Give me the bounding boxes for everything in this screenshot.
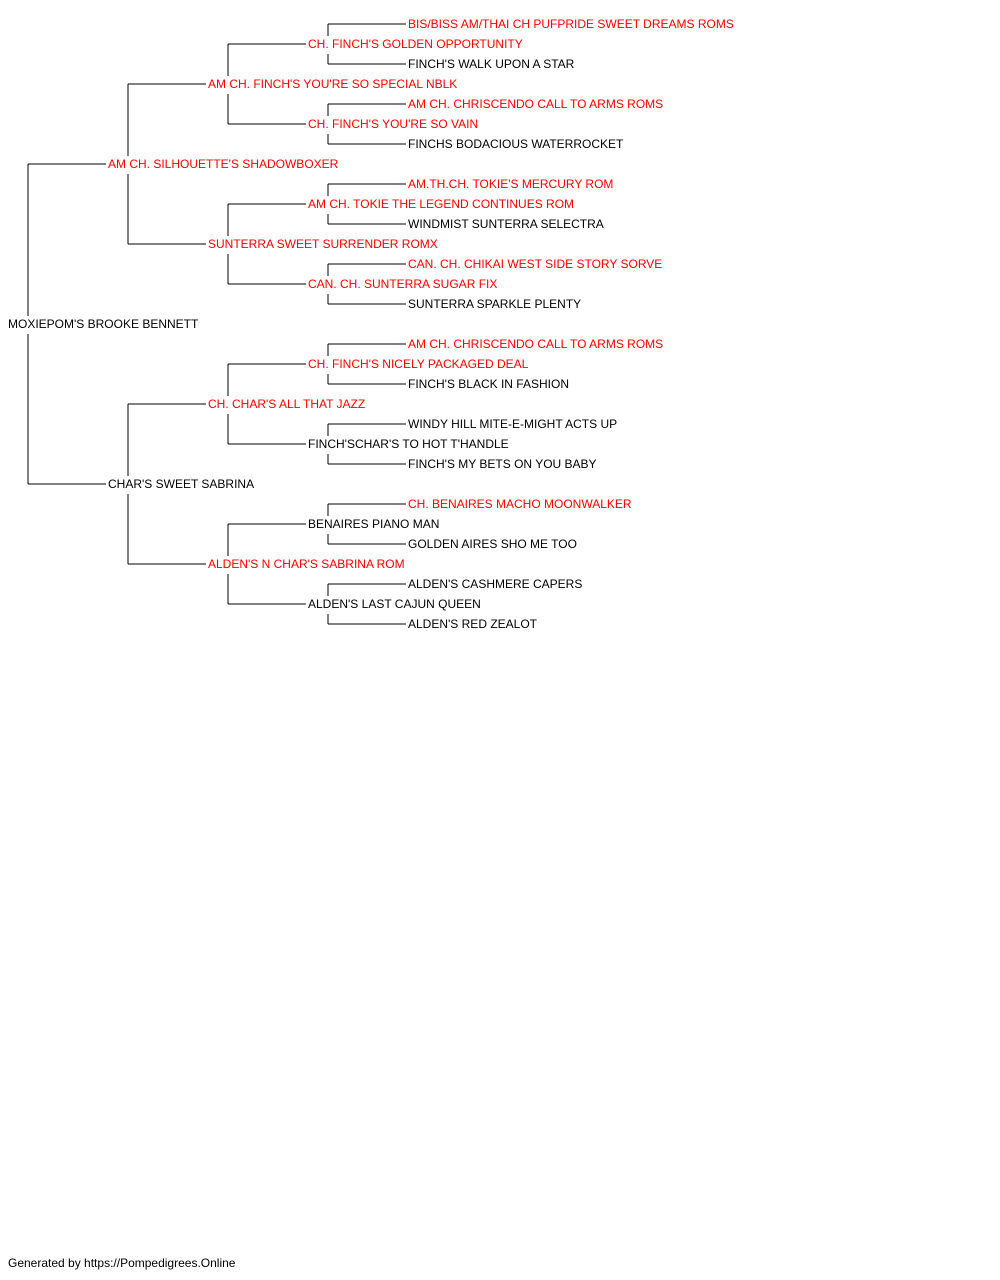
dog-name[interactable]: FINCH'S WALK UPON A STAR <box>408 57 575 71</box>
dog-name[interactable]: FINCH'SCHAR'S TO HOT T'HANDLE <box>308 437 509 451</box>
dog-name[interactable]: MOXIEPOM'S BROOKE BENNETT <box>8 317 199 331</box>
dog-name[interactable]: FINCH'S MY BETS ON YOU BABY <box>408 457 597 471</box>
dog-name[interactable]: CH. FINCH'S YOU'RE SO VAIN <box>308 117 478 131</box>
dog-name[interactable]: GOLDEN AIRES SHO ME TOO <box>408 537 577 551</box>
dog-name[interactable]: FINCH'S BLACK IN FASHION <box>408 377 569 391</box>
dog-name[interactable]: CHAR'S SWEET SABRINA <box>108 477 254 491</box>
dog-name[interactable]: ALDEN'S RED ZEALOT <box>408 617 538 631</box>
dog-name[interactable]: CAN. CH. CHIKAI WEST SIDE STORY SORVE <box>408 257 662 271</box>
footer-credit: Generated by https://Pompedigrees.Online <box>8 1256 236 1270</box>
dog-name[interactable]: CAN. CH. SUNTERRA SUGAR FIX <box>308 277 497 291</box>
dog-name[interactable]: ALDEN'S CASHMERE CAPERS <box>408 577 582 591</box>
dog-name[interactable]: AM CH. CHRISCENDO CALL TO ARMS ROMS <box>408 337 663 351</box>
dog-name[interactable]: ALDEN'S LAST CAJUN QUEEN <box>308 597 481 611</box>
dog-name[interactable]: ALDEN'S N CHAR'S SABRINA ROM <box>208 557 405 571</box>
dog-name[interactable]: AM CH. FINCH'S YOU'RE SO SPECIAL NBLK <box>208 77 457 91</box>
dog-name[interactable]: CH. FINCH'S NICELY PACKAGED DEAL <box>308 357 529 371</box>
dog-name[interactable]: SUNTERRA SPARKLE PLENTY <box>408 297 581 311</box>
dog-name[interactable]: BIS/BISS AM/THAI CH PUFPRIDE SWEET DREAM… <box>408 17 734 31</box>
dog-name[interactable]: AM.TH.CH. TOKIE'S MERCURY ROM <box>408 177 613 191</box>
dog-name[interactable]: FINCHS BODACIOUS WATERROCKET <box>408 137 624 151</box>
dog-name[interactable]: WINDMIST SUNTERRA SELECTRA <box>408 217 604 231</box>
dog-name[interactable]: CH. BENAIRES MACHO MOONWALKER <box>408 497 632 511</box>
dog-name[interactable]: BENAIRES PIANO MAN <box>308 517 439 531</box>
dog-name[interactable]: CH. CHAR'S ALL THAT JAZZ <box>208 397 365 411</box>
dog-name[interactable]: WINDY HILL MITE-E-MIGHT ACTS UP <box>408 417 617 431</box>
dog-name[interactable]: AM CH. CHRISCENDO CALL TO ARMS ROMS <box>408 97 663 111</box>
dog-name[interactable]: AM CH. SILHOUETTE'S SHADOWBOXER <box>108 157 339 171</box>
dog-name[interactable]: CH. FINCH'S GOLDEN OPPORTUNITY <box>308 37 523 51</box>
dog-name[interactable]: SUNTERRA SWEET SURRENDER ROMX <box>208 237 438 251</box>
dog-name[interactable]: AM CH. TOKIE THE LEGEND CONTINUES ROM <box>308 197 574 211</box>
